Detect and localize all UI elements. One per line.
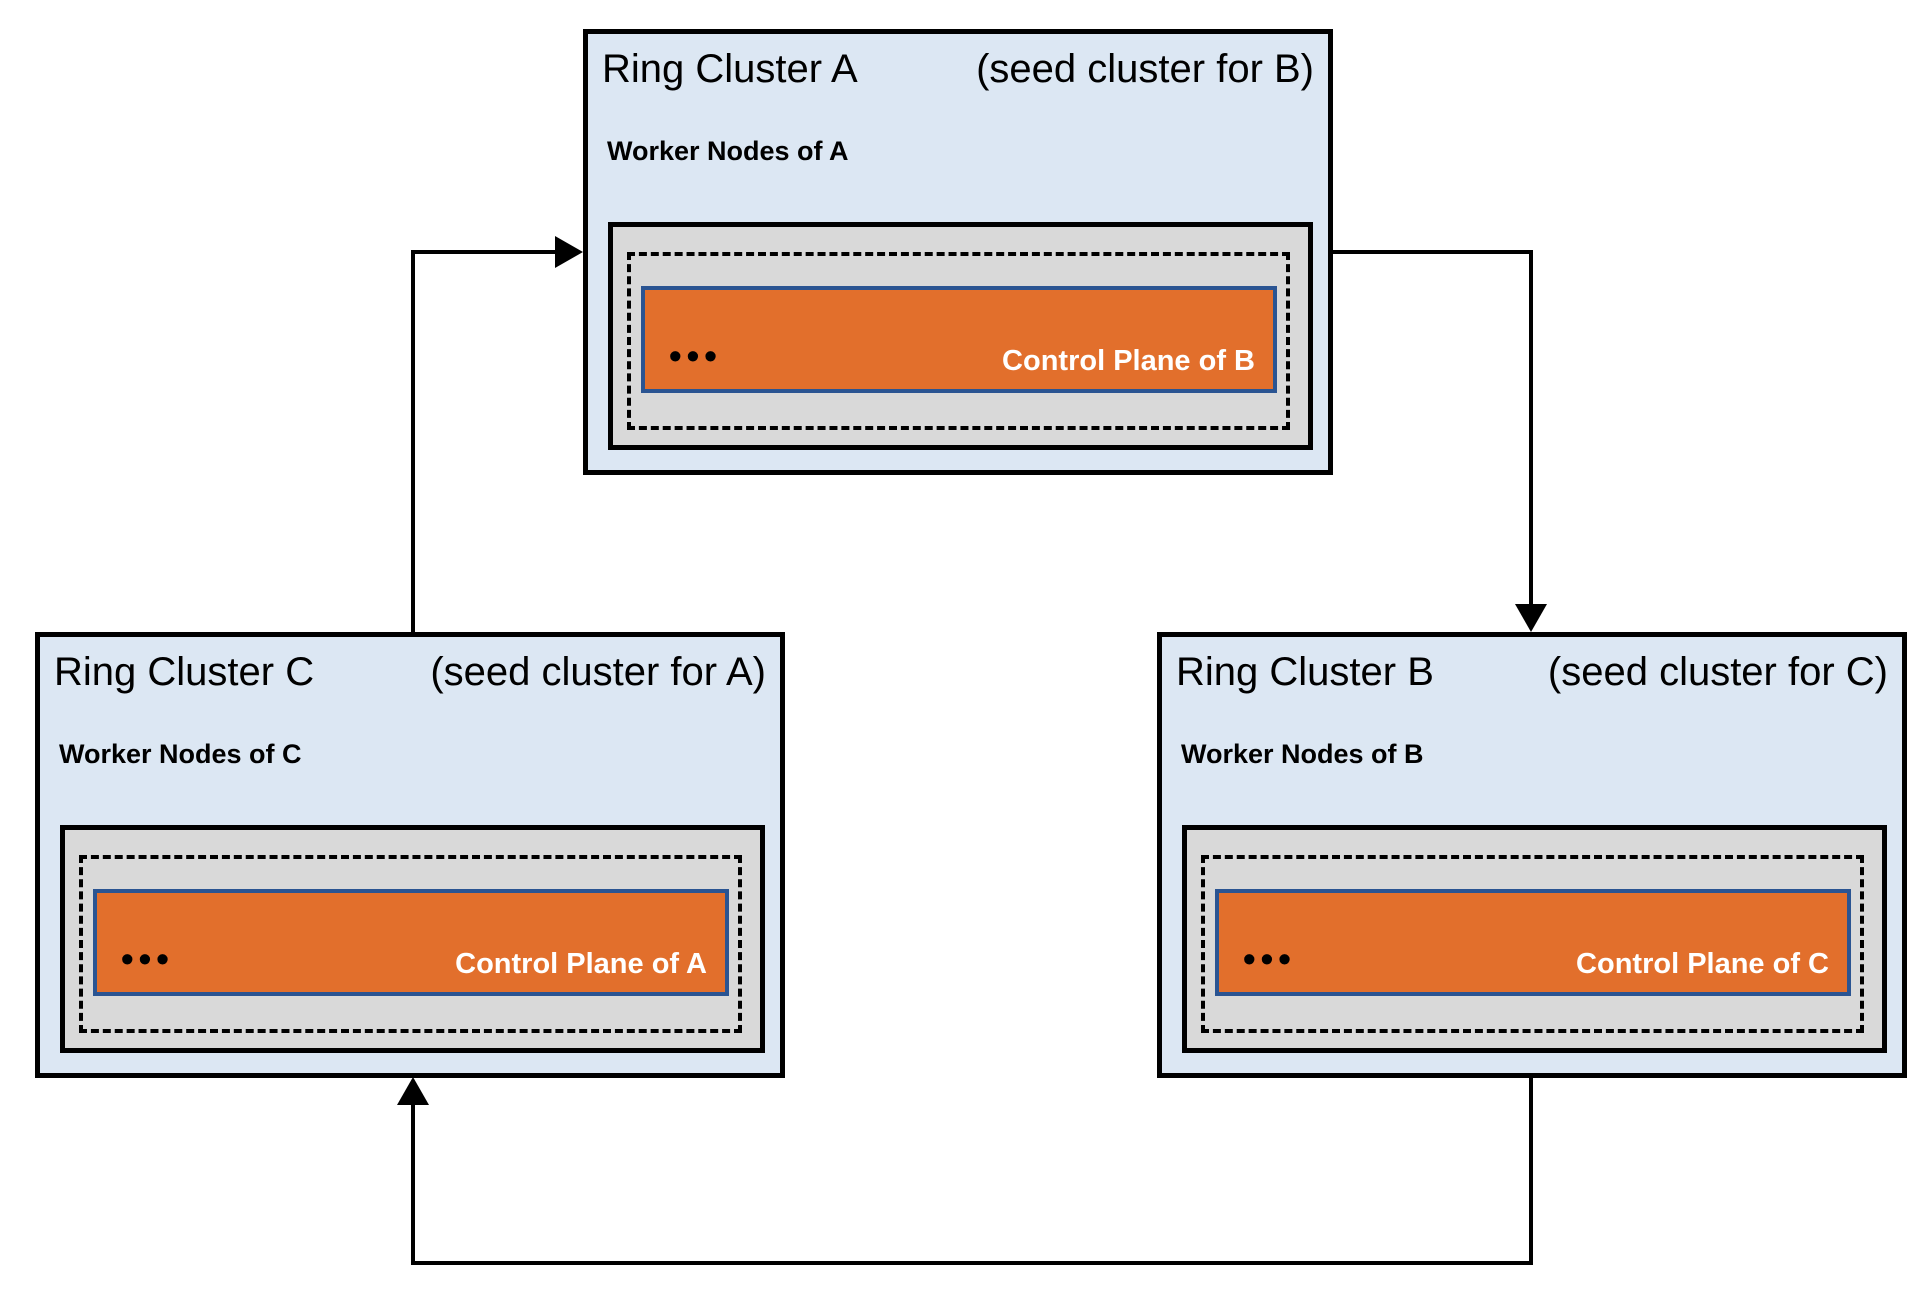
- cluster-c-subtitle: (seed cluster for A): [430, 650, 766, 694]
- arrow-b-to-c-up-line: [411, 1103, 415, 1265]
- cluster-a-dashed-boundary: ••• Control Plane of B: [627, 252, 1290, 430]
- cluster-a-title: Ring Cluster A: [602, 47, 858, 91]
- arrow-a-to-b-horizontal-line: [1333, 250, 1533, 254]
- arrow-b-to-c-arrowhead: [397, 1077, 429, 1105]
- cluster-c-control-plane-label: Control Plane of A: [455, 948, 707, 980]
- cluster-b-control-plane-label: Control Plane of C: [1576, 948, 1829, 980]
- arrow-c-to-a-arrowhead: [555, 236, 583, 268]
- cluster-b-subtitle: (seed cluster for C): [1547, 650, 1888, 694]
- cluster-a-title-row: Ring Cluster A (seed cluster for B): [588, 34, 1328, 92]
- cluster-b-dashed-boundary: ••• Control Plane of C: [1201, 855, 1864, 1033]
- cluster-b-title-row: Ring Cluster B (seed cluster for C): [1162, 637, 1902, 695]
- cluster-a-subtitle: (seed cluster for B): [976, 47, 1314, 91]
- arrow-c-to-a-vertical-line: [411, 252, 415, 632]
- arrow-a-to-b-vertical-line: [1529, 250, 1533, 606]
- cluster-a-control-plane-box: ••• Control Plane of B: [641, 286, 1277, 393]
- arrow-b-to-c-horizontal-line: [411, 1261, 1533, 1265]
- ellipsis-dots: •••: [1243, 938, 1296, 980]
- cluster-a-worker-nodes-label: Worker Nodes of A: [607, 136, 849, 166]
- cluster-a-control-plane-label: Control Plane of B: [1002, 345, 1255, 377]
- ring-cluster-c: Ring Cluster C (seed cluster for A) Work…: [35, 632, 785, 1078]
- arrow-a-to-b-arrowhead: [1515, 604, 1547, 632]
- cluster-c-dashed-boundary: ••• Control Plane of A: [79, 855, 742, 1033]
- cluster-b-worker-nodes-box: ••• Control Plane of C: [1182, 825, 1887, 1053]
- cluster-c-worker-nodes-label: Worker Nodes of C: [59, 739, 302, 769]
- cluster-b-title: Ring Cluster B: [1176, 650, 1434, 694]
- ellipsis-dots: •••: [669, 335, 722, 377]
- cluster-c-worker-nodes-box: ••• Control Plane of A: [60, 825, 765, 1053]
- cluster-c-control-plane-box: ••• Control Plane of A: [93, 889, 729, 996]
- arrow-c-to-a-horizontal-line: [411, 250, 557, 254]
- ring-cluster-b: Ring Cluster B (seed cluster for C) Work…: [1157, 632, 1907, 1078]
- arrow-b-to-c-down-line: [1529, 1078, 1533, 1265]
- ellipsis-dots: •••: [121, 938, 174, 980]
- ring-cluster-a: Ring Cluster A (seed cluster for B) Work…: [583, 29, 1333, 475]
- cluster-c-title: Ring Cluster C: [54, 650, 315, 694]
- cluster-b-control-plane-box: ••• Control Plane of C: [1215, 889, 1851, 996]
- cluster-c-title-row: Ring Cluster C (seed cluster for A): [40, 637, 780, 695]
- cluster-a-worker-nodes-box: ••• Control Plane of B: [608, 222, 1313, 450]
- cluster-b-worker-nodes-label: Worker Nodes of B: [1181, 739, 1424, 769]
